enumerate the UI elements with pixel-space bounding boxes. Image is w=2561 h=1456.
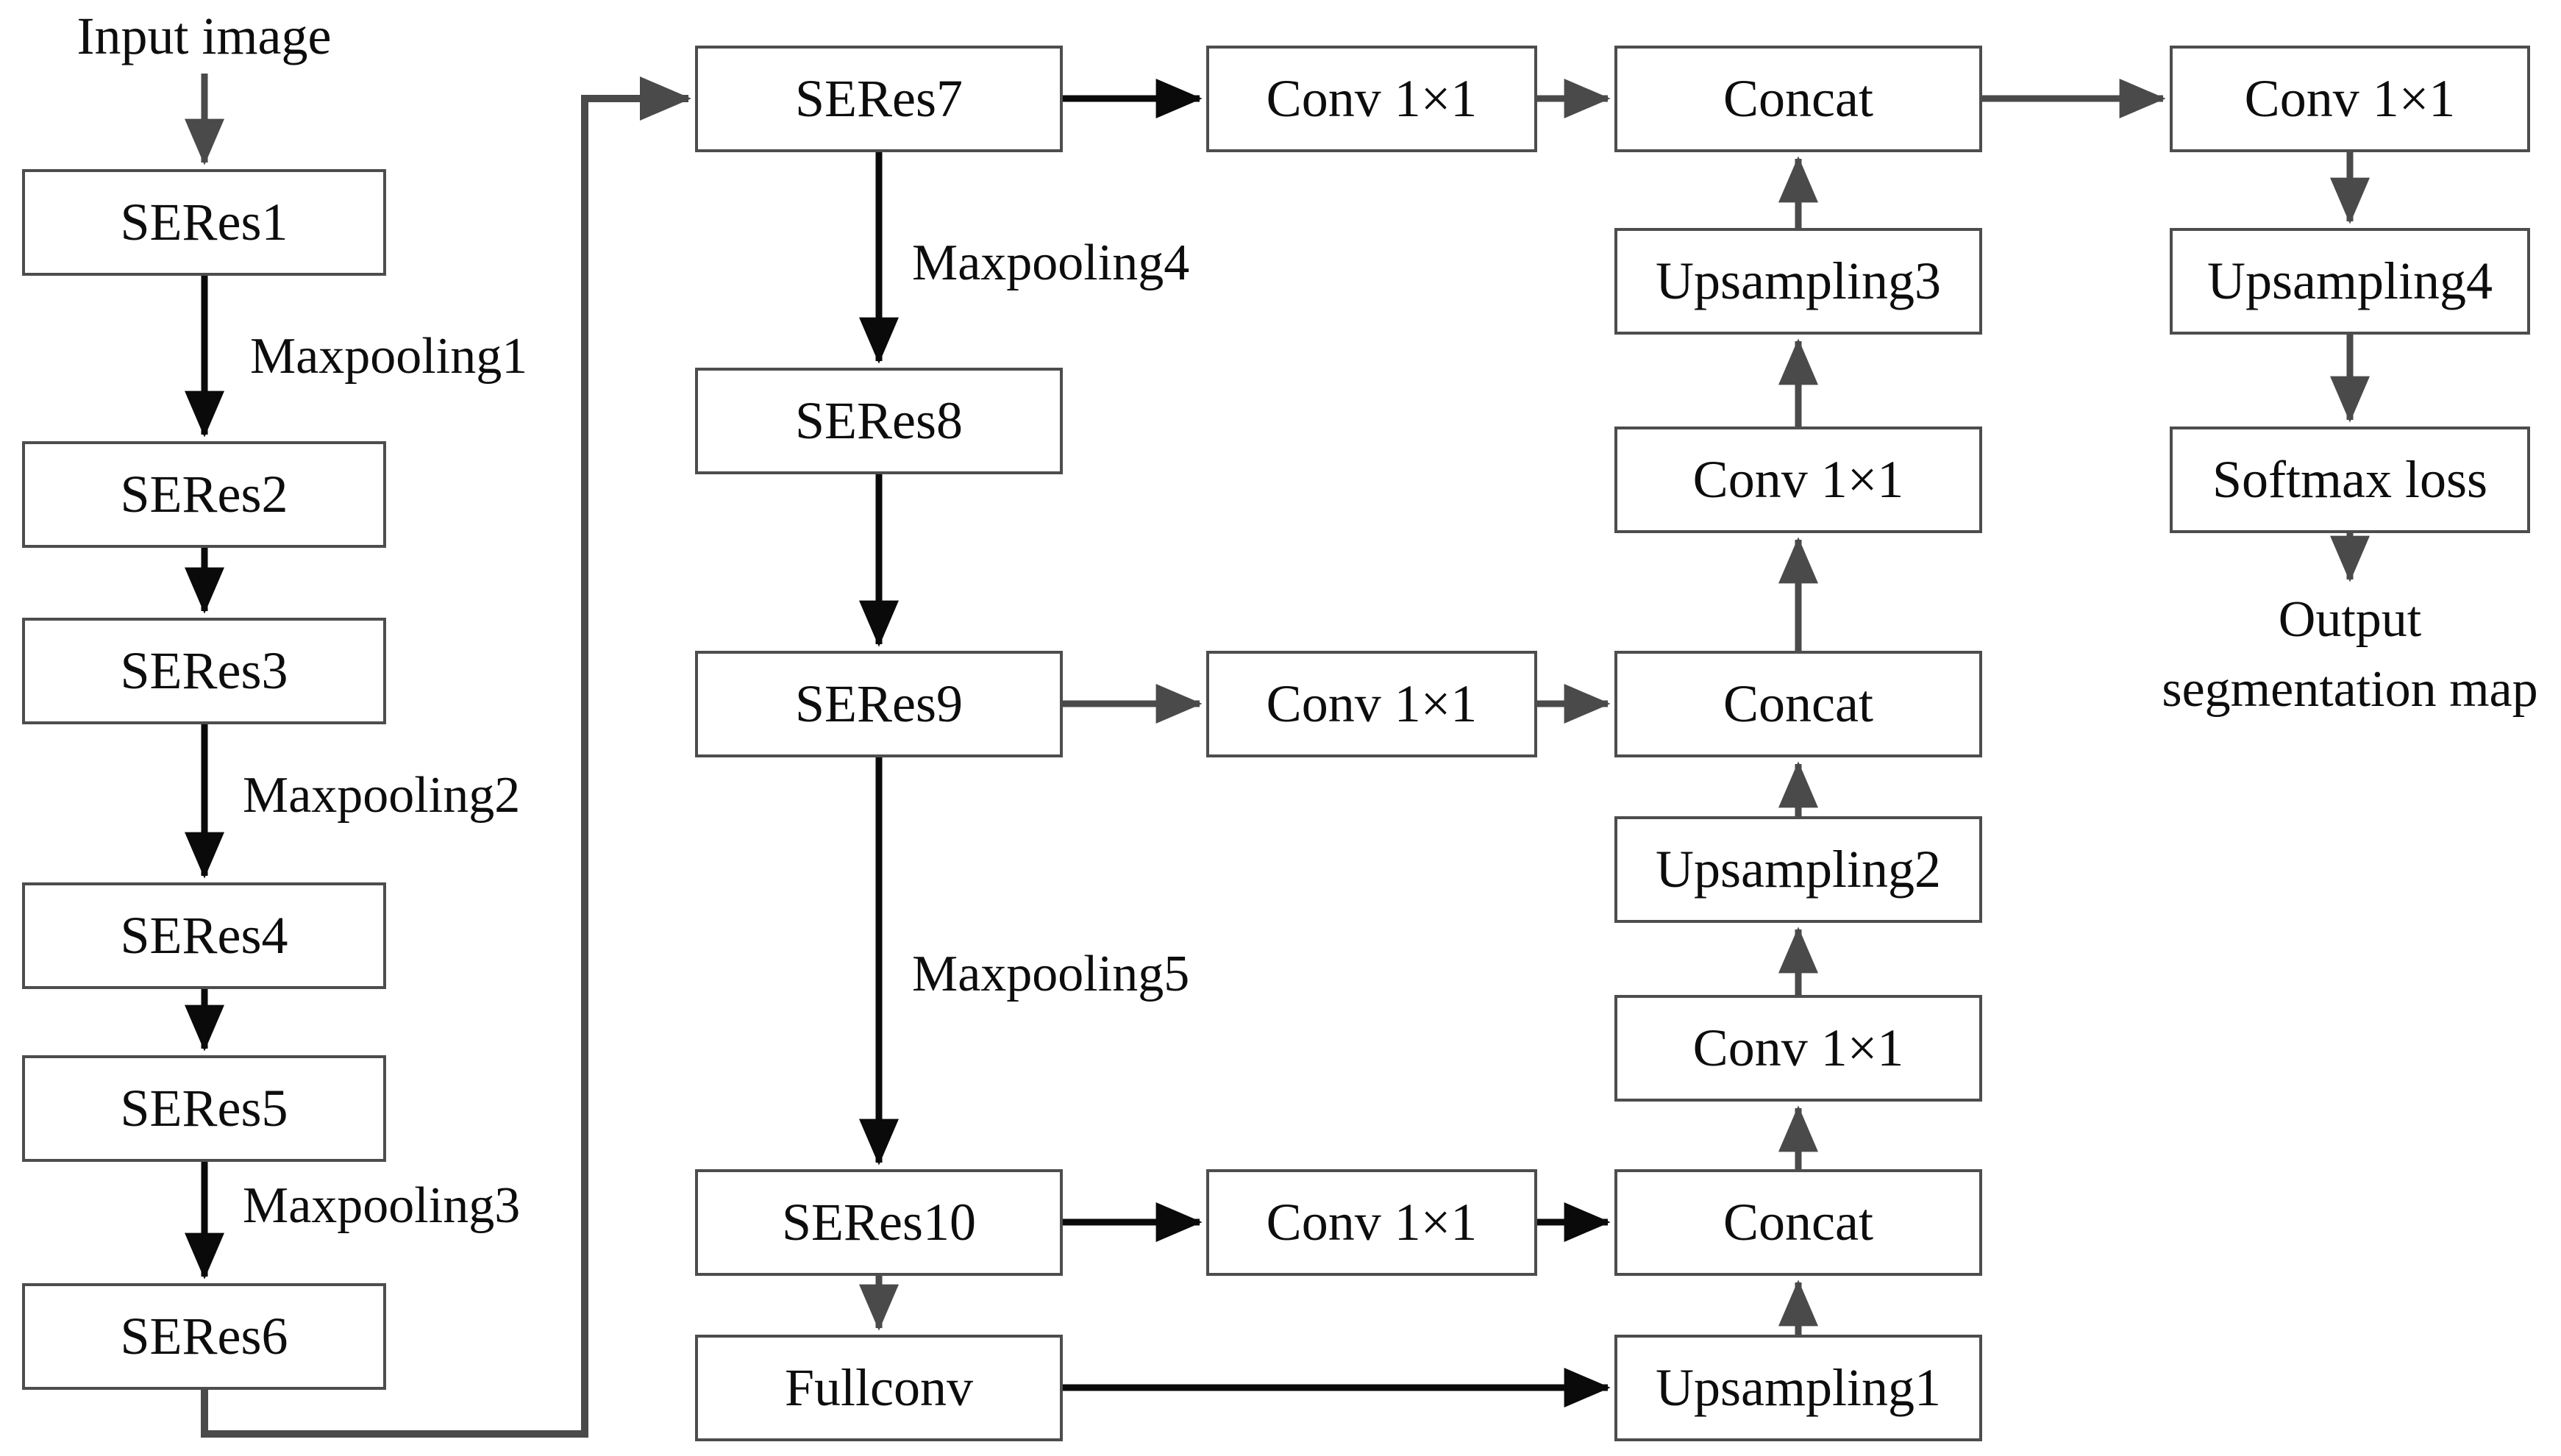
maxpooling4-label: Maxpooling4 bbox=[912, 235, 1190, 291]
output-segmentation-map-label: Output segmentation map bbox=[2115, 585, 2561, 724]
maxpooling3-label: Maxpooling3 bbox=[243, 1177, 521, 1234]
node-seres9: SERes9 bbox=[695, 651, 1063, 757]
node-upsampling2: Upsampling2 bbox=[1614, 816, 1982, 923]
node-seres1: SERes1 bbox=[22, 169, 386, 276]
output-label-line2: segmentation map bbox=[2162, 661, 2538, 718]
node-seres8: SERes8 bbox=[695, 368, 1063, 474]
node-conv1x1-enc-mid: Conv 1×1 bbox=[1206, 651, 1537, 757]
node-seres6: SERes6 bbox=[22, 1283, 386, 1390]
node-seres3: SERes3 bbox=[22, 618, 386, 724]
input-image-label: Input image bbox=[76, 7, 332, 65]
node-fullconv: Fullconv bbox=[695, 1335, 1063, 1441]
node-concat-top: Concat bbox=[1614, 46, 1982, 152]
node-conv1x1-enc-top: Conv 1×1 bbox=[1206, 46, 1537, 152]
maxpooling5-label: Maxpooling5 bbox=[912, 946, 1190, 1002]
node-seres10: SERes10 bbox=[695, 1169, 1063, 1276]
node-softmax-loss: Softmax loss bbox=[2170, 427, 2530, 533]
maxpooling1-label: Maxpooling1 bbox=[250, 328, 528, 385]
node-conv1x1-dec-top: Conv 1×1 bbox=[1614, 427, 1982, 533]
node-conv1x1-head: Conv 1×1 bbox=[2170, 46, 2530, 152]
node-seres7: SERes7 bbox=[695, 46, 1063, 152]
node-seres4: SERes4 bbox=[22, 882, 386, 989]
node-upsampling3: Upsampling3 bbox=[1614, 228, 1982, 335]
output-label-line1: Output bbox=[2278, 591, 2422, 648]
node-concat-mid: Concat bbox=[1614, 651, 1982, 757]
node-conv1x1-enc-bot: Conv 1×1 bbox=[1206, 1169, 1537, 1276]
node-conv1x1-dec-bot: Conv 1×1 bbox=[1614, 995, 1982, 1102]
maxpooling2-label: Maxpooling2 bbox=[243, 767, 521, 824]
node-concat-bot: Concat bbox=[1614, 1169, 1982, 1276]
arrow-skip-seres6-to-seres7 bbox=[201, 76, 692, 1438]
node-upsampling4: Upsampling4 bbox=[2170, 228, 2530, 335]
node-upsampling1: Upsampling1 bbox=[1614, 1335, 1982, 1441]
node-seres2: SERes2 bbox=[22, 441, 386, 548]
node-seres5: SERes5 bbox=[22, 1055, 386, 1162]
